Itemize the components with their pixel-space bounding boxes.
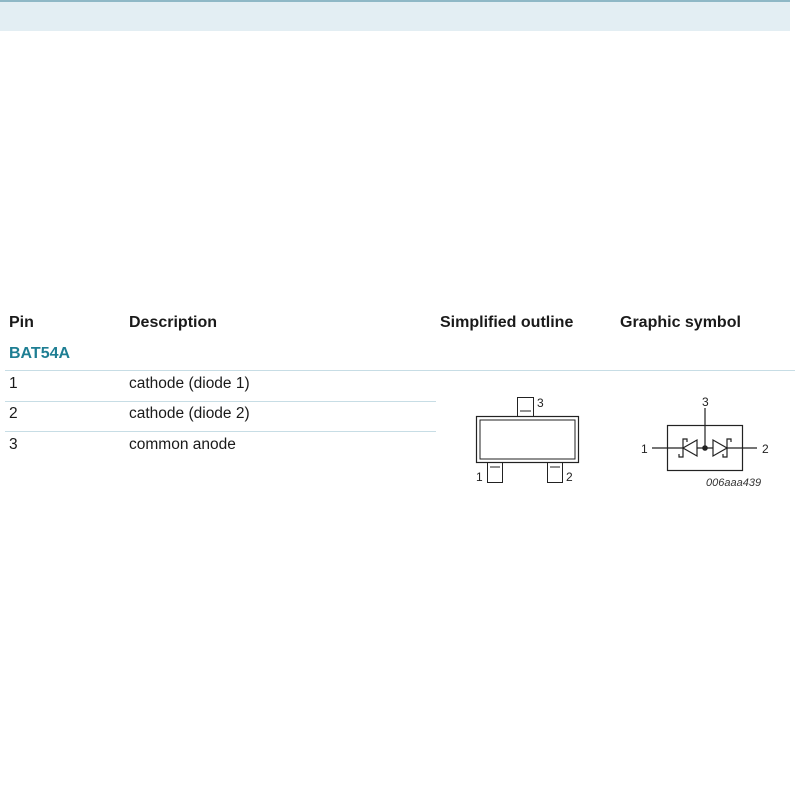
simplified-outline: 3 1 2 xyxy=(475,396,580,484)
row-2-description: cathode (diode 2) xyxy=(129,405,250,422)
symbol-pin-2-label: 2 xyxy=(762,442,769,456)
header-description: Description xyxy=(129,314,218,331)
header-simplified-outline: Simplified outline xyxy=(440,314,574,331)
symbol-pin-3-label: 3 xyxy=(702,395,709,409)
symbol-code: 006aaa439 xyxy=(706,477,761,489)
divider xyxy=(5,370,795,371)
group-label: BAT54A xyxy=(9,345,71,362)
symbol-pin-1-label: 1 xyxy=(641,442,648,456)
row-3-pin: 3 xyxy=(9,436,18,453)
outline-pin-2-label: 2 xyxy=(566,470,573,484)
header-pin: Pin xyxy=(9,314,34,331)
table-header xyxy=(0,0,790,31)
outline-pin-3-label: 3 xyxy=(537,396,544,410)
row-1-pin: 1 xyxy=(9,375,18,392)
graphic-symbol: 3 1 2 006aaa439 xyxy=(641,395,769,489)
row-1-description: cathode (diode 1) xyxy=(129,375,250,392)
outline-pin-1-label: 1 xyxy=(476,470,483,484)
row-2-pin: 2 xyxy=(9,405,18,422)
header-graphic-symbol: Graphic symbol xyxy=(620,314,741,331)
divider xyxy=(5,431,436,432)
row-3-description: common anode xyxy=(129,436,236,453)
divider xyxy=(5,401,436,402)
